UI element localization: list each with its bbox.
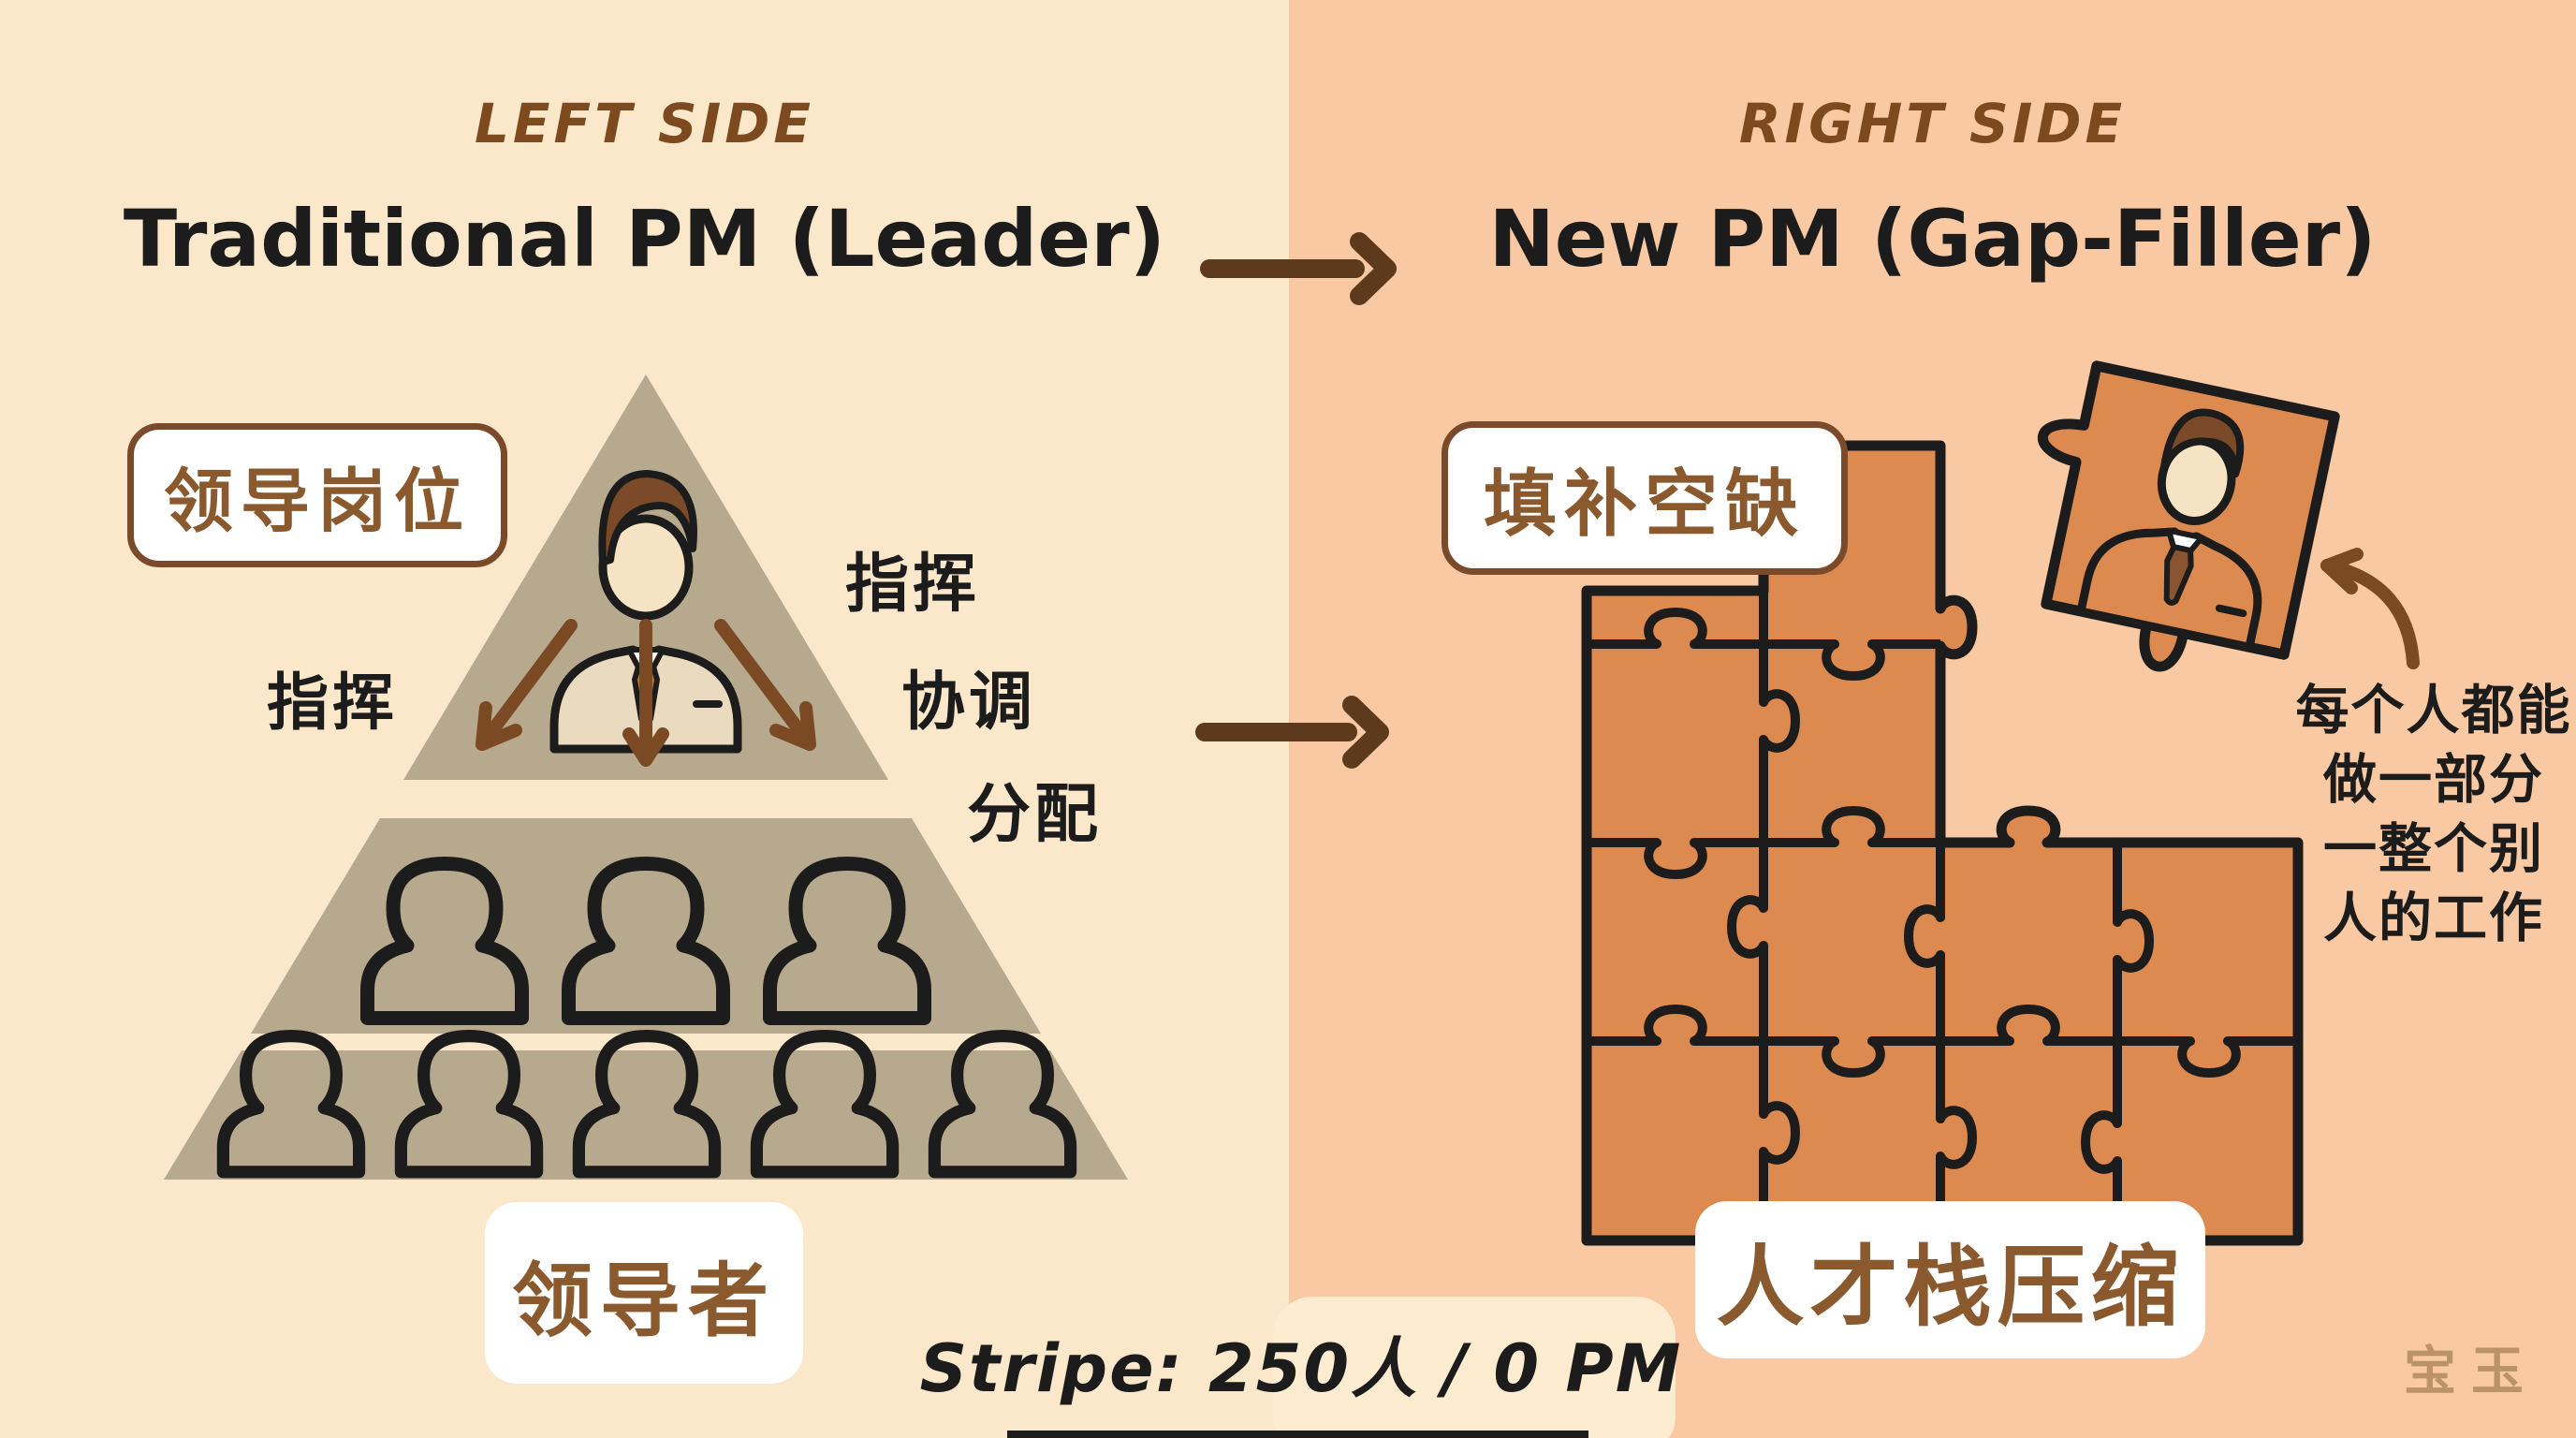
right-side-eyebrow: RIGHT SIDE xyxy=(1738,92,2127,155)
down-arrows-icon xyxy=(476,619,816,767)
left-side-title: Traditional PM (Leader) xyxy=(123,193,1166,285)
command-label-right: 指挥 xyxy=(844,547,980,622)
watermark: 宝玉 xyxy=(2404,1341,2539,1402)
left-side-eyebrow: LEFT SIDE xyxy=(474,92,815,155)
piece-avatar xyxy=(2076,408,2262,652)
note-line-3: 一整个别 xyxy=(2323,818,2544,880)
curved-arrow-icon xyxy=(2320,548,2420,669)
bottom-cutoff-bar xyxy=(1007,1431,1588,1438)
caption-pill xyxy=(1273,1297,1676,1438)
coordinate-label: 协调 xyxy=(900,665,1036,740)
pyramid-bottom-band xyxy=(164,1050,1128,1180)
footer-caption: Stripe: 250人 / 0 PM xyxy=(919,1329,1683,1407)
leadership-role-badge: 领导岗位 xyxy=(127,423,507,567)
allocate-label: 分配 xyxy=(966,777,1102,852)
right-side-title: New PM (Gap-Filler) xyxy=(1488,193,2377,285)
puzzle-piece-avatar-icon xyxy=(2037,360,2340,672)
leader-badge: 领导者 xyxy=(485,1202,803,1384)
right-arrow-icon xyxy=(1195,696,1389,769)
gap-filler-note: 每个人都能 做一部分 一整个别 人的工作 xyxy=(2265,676,2576,953)
pyramid-middle-band xyxy=(251,818,1041,1034)
note-line-4: 人的工作 xyxy=(2323,888,2544,949)
command-label-left: 指挥 xyxy=(267,667,398,739)
puzzle-grid-icon xyxy=(1581,440,2304,1246)
fill-gap-badge: 填补空缺 xyxy=(1442,421,1848,575)
right-arrow-icon xyxy=(1200,232,1397,305)
note-line-1: 每个人都能 xyxy=(2295,680,2572,741)
note-line-2: 做一部分 xyxy=(2323,749,2544,811)
talent-stack-badge: 人才栈压缩 xyxy=(1695,1201,2205,1358)
